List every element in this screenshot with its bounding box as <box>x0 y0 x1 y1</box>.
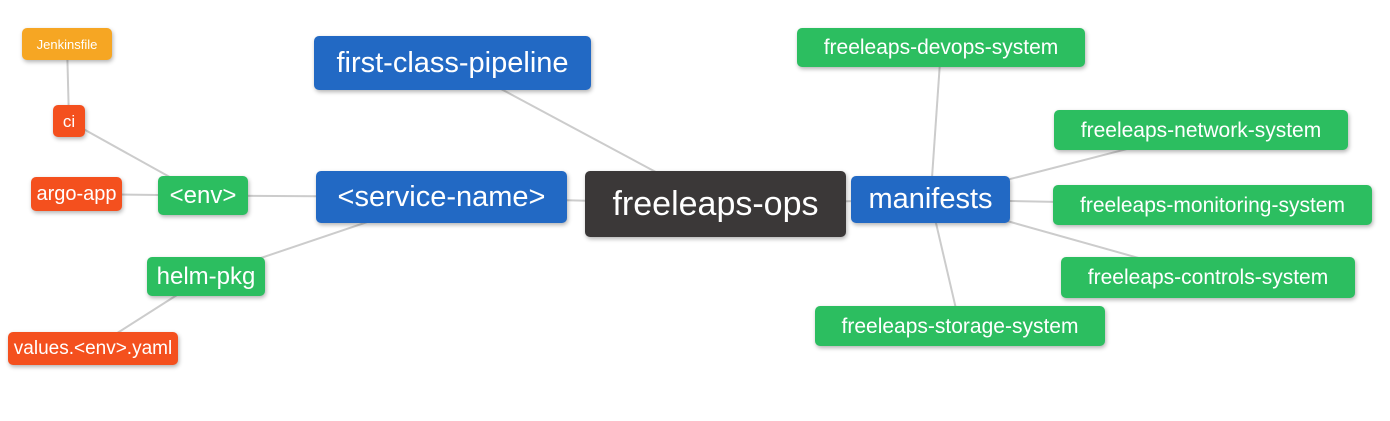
node-ci[interactable]: ci <box>53 105 85 137</box>
node-argo-app[interactable]: argo-app <box>31 177 122 211</box>
node-freeleaps-ops[interactable]: freeleaps-ops <box>585 171 846 237</box>
node-freeleaps-storage-system[interactable]: freeleaps-storage-system <box>815 306 1105 346</box>
node-freeleaps-controls-system[interactable]: freeleaps-controls-system <box>1061 257 1355 298</box>
node-helm-pkg[interactable]: helm-pkg <box>147 257 265 296</box>
node-first-class-pipeline[interactable]: first-class-pipeline <box>314 36 591 90</box>
node-values-env-yaml[interactable]: values.<env>.yaml <box>8 332 178 365</box>
node-manifests[interactable]: manifests <box>851 176 1010 223</box>
node-freeleaps-network-system[interactable]: freeleaps-network-system <box>1054 110 1348 150</box>
node-jenkinsfile[interactable]: Jenkinsfile <box>22 28 112 60</box>
node-freeleaps-monitoring-system[interactable]: freeleaps-monitoring-system <box>1053 185 1372 225</box>
node-freeleaps-devops-system[interactable]: freeleaps-devops-system <box>797 28 1085 67</box>
node-service-name[interactable]: <service-name> <box>316 171 567 223</box>
node-env[interactable]: <env> <box>158 176 248 215</box>
